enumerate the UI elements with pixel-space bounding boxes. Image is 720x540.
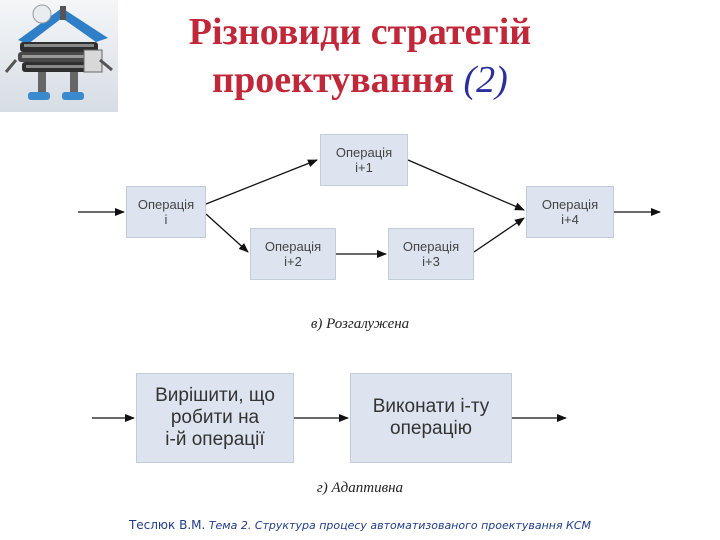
box-index: i — [138, 212, 194, 227]
box-label: Операція — [542, 197, 598, 212]
decide-line-1: Вирішити, що — [155, 385, 275, 407]
caption-adaptive: г) Адаптивна — [260, 480, 460, 497]
box-label: Операція — [403, 239, 459, 254]
box-index: i+1 — [336, 160, 392, 175]
footer-theme: Тема 2. — [209, 519, 252, 532]
footer-text: Структура процесу автоматизованого проек… — [255, 519, 591, 532]
arrow-i3-to-i4 — [474, 218, 524, 252]
box-label: Операція — [265, 239, 321, 254]
decide-line-2: робити на — [155, 407, 275, 429]
caption-branched: в) Розгалужена — [260, 316, 460, 333]
decide-line-3: і-й операції — [155, 429, 275, 451]
execute-line-1: Виконати і-ту — [373, 396, 490, 418]
box-index: i+4 — [542, 212, 598, 227]
arrow-i-to-i1 — [206, 160, 317, 204]
box-index: i+2 — [265, 254, 321, 269]
footer-author: Теслюк В.М. — [129, 518, 205, 532]
box-label: Операція — [138, 197, 194, 212]
execute-line-2: операцію — [373, 418, 490, 440]
arrow-i1-to-i4 — [408, 160, 524, 210]
box-index: i+3 — [403, 254, 459, 269]
footer: Теслюк В.М. Тема 2. Структура процесу ав… — [0, 518, 720, 532]
arrow-i-to-i2 — [206, 214, 248, 252]
box-label: Операція — [336, 145, 392, 160]
